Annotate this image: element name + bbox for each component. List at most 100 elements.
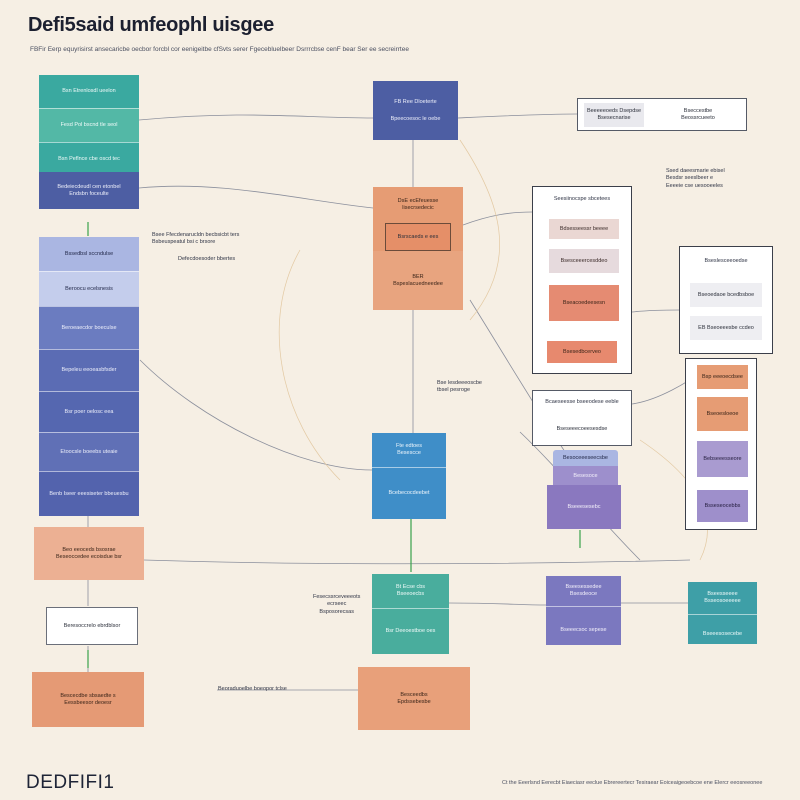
right-panel-1-item[interactable]: Bsesceeercesddeo (549, 249, 619, 273)
right-panel-1-title: Seesiinocspe sbcetees (553, 196, 611, 202)
left-orange-bottom-line: Bescecdbe sbsaedte s (60, 692, 116, 699)
center-teal-line: Bt Ecse cbs (395, 584, 426, 591)
right-panel-1-item[interactable]: Bdsesseessr beeee (549, 219, 619, 239)
right-white-card-line: Bcaeseesse bseeodese eeble (545, 399, 619, 405)
right-white-card[interactable]: Bcaeseesse bseeodese eeble Bseseeecoeese… (532, 390, 632, 446)
left-orange-bottom[interactable]: Bescecdbe sbsaedte s Eessbeesor deoesr (32, 672, 144, 727)
center-orange-line: Bspeslacuedneedee (393, 280, 443, 287)
left-stack-item[interactable]: Bepeleu eeoeasbfsder (39, 349, 139, 391)
left-note-line: Bsee Ffecdenarucldn becbsicbt ters (152, 232, 240, 238)
center-orange-bottom[interactable]: Besceedbs Epdssebesbe (358, 667, 470, 730)
right-purple-bottom-top: Bseesessedee Bsesdeoce (546, 576, 621, 606)
footer-logo: DEDFIFI1 (26, 772, 115, 793)
center-blue-line: Besescce (397, 450, 421, 456)
left-stack-item[interactable]: Beroocu ecelsnesis (39, 271, 139, 306)
left-orange-bottom-line: Eessbeesor deoesr (64, 699, 112, 706)
right-top-box-line: Bsesecnarise (597, 115, 631, 121)
right-panel-2-title: Bseslesceeoedse (704, 258, 748, 264)
right-panel-1: Seesiinocspe sbcetees Bdsesseessr beeee … (532, 186, 632, 374)
right-purple-bottom-lower: Bseeecsoc sepese (546, 606, 621, 654)
left-teal-item[interactable]: Bsn Etrenlosdl ueelon (39, 75, 139, 108)
center-blue-bottom: Bcebecocdeebet (372, 467, 446, 519)
left-navy-block[interactable]: Bedeiecdeudl cen etonbel Endsbn foceulte (39, 172, 139, 209)
left-stack-item[interactable]: Etoocsle boeebs uteaie (39, 432, 139, 471)
center-orange-inner-box[interactable]: Bsrscaeds e ees (385, 223, 451, 251)
center-note-line: tbsel pesroge (437, 387, 471, 394)
page-title: Defi5said umfeophl uisgee (28, 14, 274, 36)
center-left-note-line: Bsposorecsas (319, 608, 354, 615)
right-purple-bottom[interactable]: Bseesessedee Bsesdeoce Bseeecsoc sepese (546, 576, 621, 645)
center-blue-line: Fte edtoes (396, 443, 422, 450)
center-orange-line: lisecrsedecic (402, 205, 434, 211)
right-panel-1-item[interactable]: Bsesedbcerveo (547, 341, 617, 363)
right-panel-3-item[interactable]: Bebseeesseore (697, 441, 748, 477)
center-navy-line: FB Ree Dloeterte (394, 98, 437, 105)
right-panel-2-item[interactable]: Bseoedaoe bcedbsboe (690, 283, 762, 307)
footer-note: Ct the Eeerlsnd Eerecbt Eiaeciasr eeclue… (502, 780, 763, 786)
left-stack-item[interactable]: Bsr poer oelosc eea (39, 391, 139, 432)
left-teal-stack: Bsn Etrenlosdl ueelon Fesd Pol bscnd tle… (39, 75, 139, 176)
center-orange-item[interactable]: BER Bspeslacuedneedee (373, 251, 463, 310)
right-top-note-line: Besdsr seeslbeer e (666, 175, 714, 182)
left-teal-item[interactable]: Fesd Pol bscnd tle seol (39, 108, 139, 142)
right-panel-1-item[interactable]: Bseacoedeesesn (549, 285, 619, 321)
right-panel-3: Bsp eeeoecdsee Bseoesloeoe Bebseeesseore… (685, 358, 757, 530)
center-navy-top[interactable]: FB Ree Dloeterte Bpeecoesoc le oebe (373, 81, 458, 140)
right-panel-3-item[interactable]: Bsseseocebbs (697, 490, 748, 522)
center-teal-block[interactable]: Bt Ecse cbs Bseeoecbs Bsr Deeoestboe oes (372, 574, 449, 654)
right-top-box-line: Beeeeeoeds Dsepdse (586, 108, 642, 115)
right-panel-3-item[interactable]: Bseoesloeoe (697, 397, 748, 431)
right-top-box[interactable]: Beeeeeoeds Dsepdse Bsesecnarise Bseccest… (577, 98, 747, 131)
center-teal-line: Bseeoecbs (396, 591, 425, 597)
left-white-box[interactable]: Beresoccrelo ebrdblsor (46, 607, 138, 645)
center-orange-stack: DsE ecEfeuesse lisecrsedecic Bsrscaeds e… (373, 187, 463, 310)
center-left-note-line: ecrseec (327, 601, 347, 608)
left-note-line: Bsbeuspeatul bsi c brsore (152, 239, 216, 246)
right-teal-bottom: Bseeesosecebe (688, 614, 757, 653)
center-note-line: Bse lesdeeeoscbe (437, 380, 482, 386)
right-top-note-line: Ssed daeesmarie ebisel (666, 168, 725, 174)
right-top-note: Ssed daeesmarie ebisel Besdsr seeslbeer … (666, 168, 725, 190)
left-orange-top-line: Beseoccedee ecoisdue bsr (55, 553, 123, 560)
right-purple-bottom-line: Bsesdeoce (569, 591, 598, 597)
center-navy-line: Bpeecoesoc le oebe (390, 115, 441, 122)
center-blue-block[interactable]: Fte edtoes Besescce Bcebecocdeebet (372, 433, 446, 519)
center-orange-line: BER (412, 273, 424, 280)
right-top-note-line: Eeeeie cse uesooeeles (666, 182, 723, 189)
center-left-note: Fesecssrceveeeots ecrseec Bsposorecsas (313, 594, 360, 616)
left-orange-top-line: Beo eeoceds bsosrae (62, 546, 116, 553)
center-teal-top: Bt Ecse cbs Bseeoecbs (372, 574, 449, 608)
center-left-note-line: Fesecssrceveeeots (313, 594, 361, 600)
left-stack-item[interactable]: Beroeaecdor boeculse (39, 306, 139, 349)
right-top-box-line: Bseccestbe (683, 108, 713, 115)
left-stack-item[interactable]: Benb Iseer eeesiseter bbeuesbu (39, 471, 139, 516)
center-orange-item[interactable]: DsE ecEfeuesse lisecrsedecic (373, 187, 463, 223)
left-note: Bsee Ffecdenarucldn becbsicbt ters Bsbeu… (152, 232, 239, 247)
right-purple-stack-item[interactable]: Besoceeeseecsbe (553, 450, 618, 466)
right-teal-top: Bseesseeee Bsseosoeeeee (688, 582, 757, 614)
right-teal-block[interactable]: Bseesseeee Bsseosoeeeee Bseeesosecebe (688, 582, 757, 644)
left-navy-line: Endsbn foceulte (69, 190, 109, 197)
right-top-box-right: Bseccestbe Beossrcueeto (662, 103, 734, 127)
center-note: Bse lesdeeeoscbe tbsel pesroge (437, 380, 482, 395)
right-purple-block[interactable]: Bseeesesebc (547, 485, 621, 529)
center-blue-top: Fte edtoes Besescce (372, 433, 446, 467)
right-panel-3-item[interactable]: Bsp eeeoecdsee (697, 365, 748, 389)
right-purple-stack: Besoceeeseecsbe Besesoce (553, 450, 618, 486)
left-main-stack: Bssedbsl sccndulse Beroocu ecelsnesis Be… (39, 237, 139, 516)
page-subtitle: FBFir Eerp equyrisirst ansecaricbe oecbo… (30, 46, 409, 53)
left-stack-item[interactable]: Bssedbsl sccndulse (39, 237, 139, 271)
center-orange-line: DsE ecEfeuesse (397, 198, 439, 205)
right-panel-2: Bseslesceeoedse Bseoedaoe bcedbsboe EB B… (679, 246, 773, 354)
left-orange-top[interactable]: Beo eeoceds bsosrae Beseoccedee ecoisdue… (34, 527, 144, 580)
right-white-card-line: Bseseeecoeesesdse (556, 425, 608, 432)
bottom-note: Beoraduoelbe boeopor tclse (218, 686, 287, 692)
right-panel-2-item[interactable]: EB Bseoeeesbe ccdeo (690, 316, 762, 340)
center-teal-bottom: Bsr Deeoestboe oes (372, 608, 449, 654)
right-purple-stack-item[interactable]: Besesoce (553, 466, 618, 486)
left-note-sub: Defecdoesoder bbertes (178, 256, 236, 262)
left-teal-item[interactable]: Bsn Peflnce cbe oscd tec (39, 142, 139, 176)
right-teal-line: Bsseosoeeeee (704, 598, 741, 604)
center-orange-bottom-line: Epdssebesbe (397, 698, 431, 705)
right-purple-bottom-line: Bseesessedee (565, 584, 602, 591)
